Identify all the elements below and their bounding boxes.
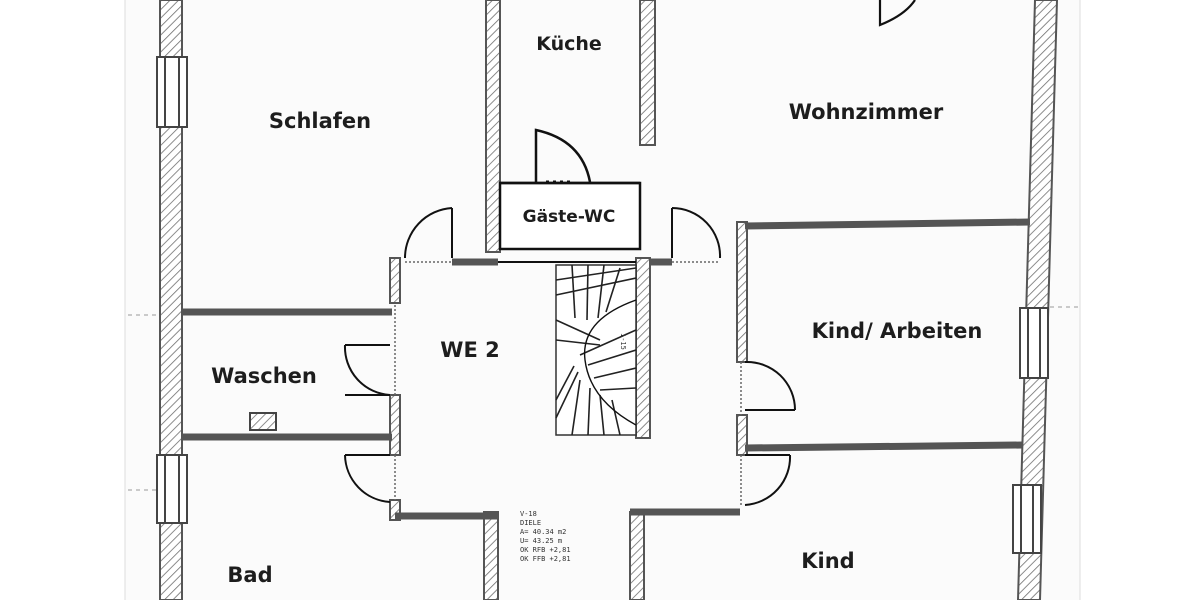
shaft xyxy=(249,412,277,431)
room-label-we2: WE 2 xyxy=(440,338,500,362)
right-margin xyxy=(1080,0,1200,600)
wc-door-swing xyxy=(534,128,592,183)
wohnzimmer-door-swing xyxy=(878,0,916,27)
annotation-line: A= 40.34 m2 xyxy=(520,528,567,536)
outer-walls xyxy=(159,0,1059,600)
room-label-kind: Kind xyxy=(801,549,855,573)
room-label-bad: Bad xyxy=(227,563,273,587)
staircase xyxy=(555,264,637,436)
room-label-gaeste-wc: Gäste-WC xyxy=(522,207,616,227)
annotation-line: U= 43.25 m xyxy=(520,537,563,545)
room-label-waschen: Waschen xyxy=(211,364,317,388)
annotation-line: OK RFB +2,81 xyxy=(520,546,571,554)
left-margin xyxy=(0,0,125,600)
door-swings xyxy=(343,206,797,506)
gaeste-wc-box xyxy=(498,181,642,251)
reference-lines xyxy=(128,306,1078,491)
room-label-kueche: Küche xyxy=(536,33,602,55)
annotation-line: OK FFB +2,81 xyxy=(520,555,571,563)
annotation-line: V-18 xyxy=(520,510,537,518)
stair-label: 1-15 xyxy=(619,333,627,350)
room-label-kind-arbeiten: Kind/ Arbeiten xyxy=(811,319,983,343)
room-label-schlafen: Schlafen xyxy=(268,109,372,133)
annotation-line: DIELE xyxy=(520,519,542,527)
room-label-wohnzimmer: Wohnzimmer xyxy=(788,100,944,124)
windows xyxy=(156,56,1049,554)
interior-walls xyxy=(182,218,1031,520)
